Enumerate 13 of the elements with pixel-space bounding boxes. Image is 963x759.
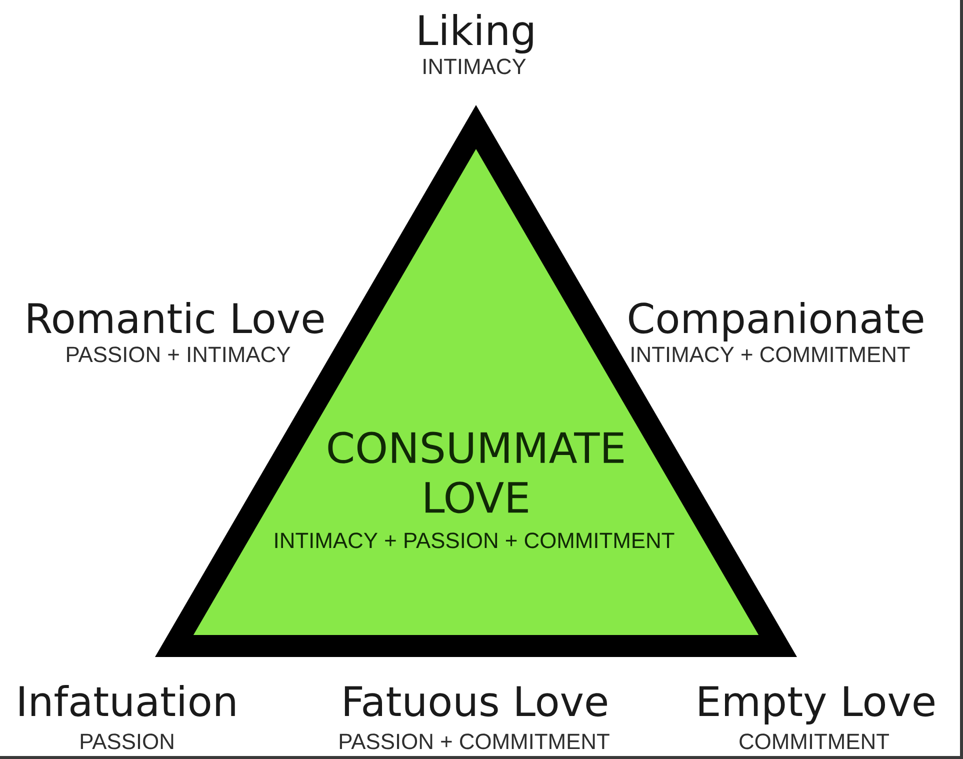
subheading: COMMITMENT [740,734,889,750]
heading: Liking [420,14,533,54]
subheading: PASSION + INTIMACY [67,346,290,362]
subheading: PASSION + COMMITMENT [340,734,610,750]
heading: CONSUMMATE LOVE [328,432,624,514]
heading: Companionate [629,302,924,342]
subheading: INTIMACY + COMMITMENT [632,346,910,362]
subheading: INTIMACY + PASSION + COMMITMENT [275,532,674,548]
heading: Romantic Love [28,302,324,334]
heading: Infatuation [20,684,235,717]
subheading: PASSION [80,734,174,750]
heading: Empty Love [700,686,934,724]
subheading: INTIMACY [424,58,526,74]
